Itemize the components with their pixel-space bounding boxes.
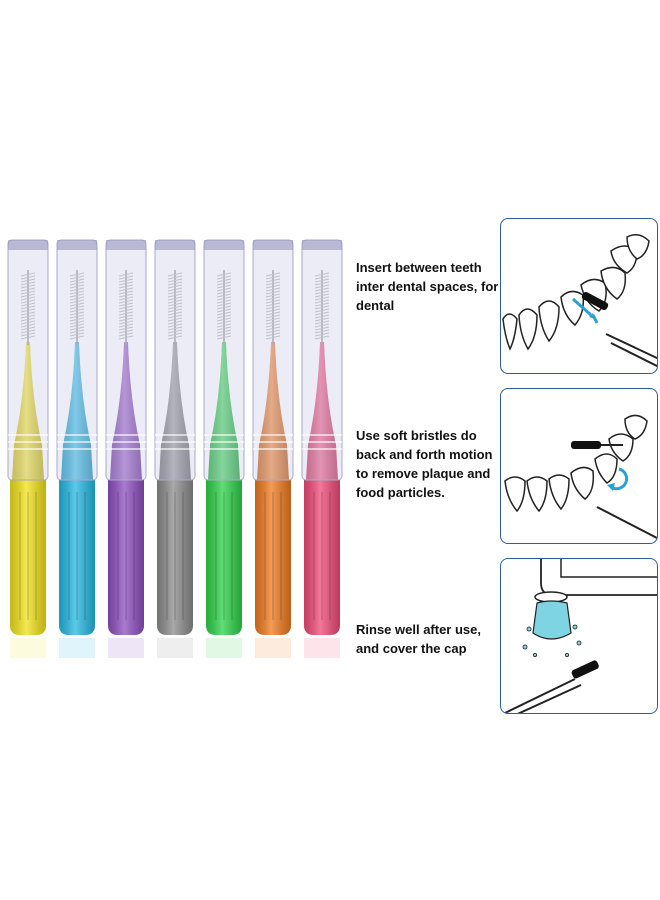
brush-1 bbox=[7, 239, 49, 658]
step-1-text: Insert between teeth inter dental spaces… bbox=[356, 260, 499, 313]
insert-brush-between-teeth-illustration bbox=[502, 234, 657, 368]
brush-6 bbox=[252, 239, 294, 658]
step-3-text: Rinse well after use, and cover the cap bbox=[356, 622, 481, 656]
step-1-panel bbox=[500, 218, 658, 374]
brush-7 bbox=[301, 239, 343, 658]
step-2-panel bbox=[500, 388, 658, 544]
brushing-motion-illustration bbox=[504, 414, 657, 540]
brush-5 bbox=[203, 239, 245, 658]
rinse-under-tap-illustration bbox=[504, 559, 657, 713]
brush-4 bbox=[154, 239, 196, 658]
brush-2 bbox=[56, 239, 98, 658]
interdental-brushes-product-photo bbox=[7, 239, 343, 658]
step-3-panel bbox=[500, 558, 658, 714]
step-2-text: Use soft bristles do back and forth moti… bbox=[356, 428, 493, 500]
brush-3 bbox=[105, 239, 147, 658]
